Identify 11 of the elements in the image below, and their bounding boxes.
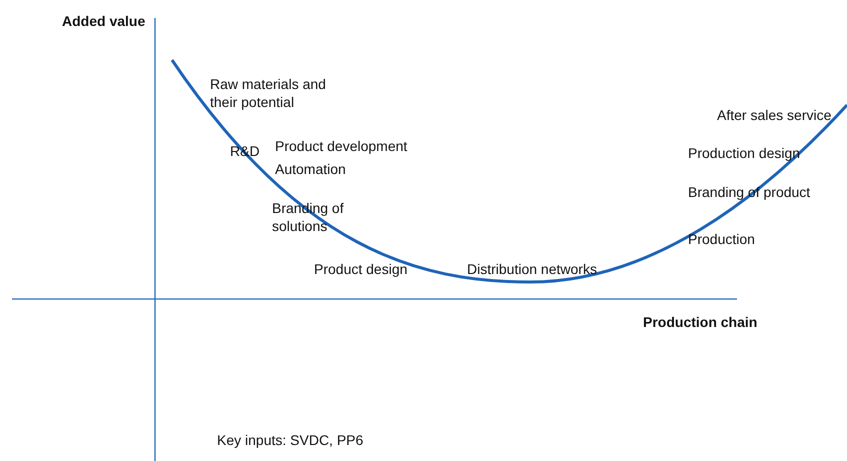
curve-label: Production bbox=[688, 230, 755, 248]
curve-label: Product design bbox=[314, 260, 408, 278]
curve-label: Distribution networks bbox=[467, 260, 597, 278]
note: Key inputs: SVDC, PP6 bbox=[217, 431, 364, 449]
curve-label: Raw materials and their potential bbox=[210, 75, 327, 111]
curve-label: Production design bbox=[688, 144, 800, 162]
curve-label: Product development bbox=[275, 137, 408, 155]
axis-title: Added value bbox=[62, 12, 146, 30]
curve-label: Automation bbox=[275, 160, 346, 178]
curve-label: After sales service bbox=[717, 106, 832, 124]
axis-title: Production chain bbox=[643, 313, 758, 331]
